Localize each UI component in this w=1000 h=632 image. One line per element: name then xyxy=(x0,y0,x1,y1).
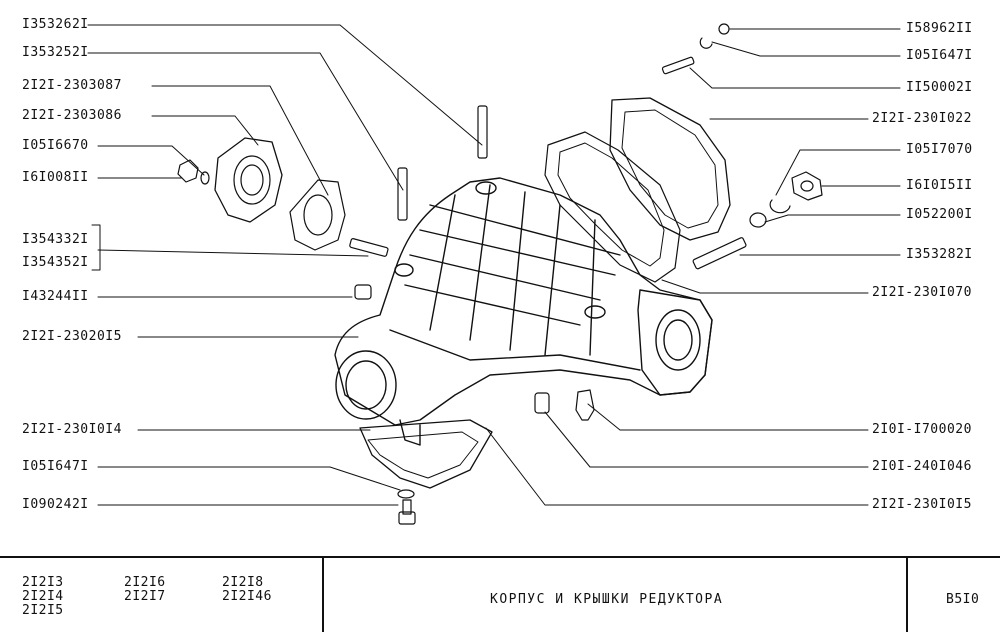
bottom-cover xyxy=(359,419,493,489)
model-1-3: 2I2I5 xyxy=(22,603,64,618)
label-l1: I353262I xyxy=(22,17,89,32)
flange-cover-left xyxy=(214,137,283,223)
label-r11: 2I0I-240I046 xyxy=(872,459,972,474)
leader-lines-right xyxy=(485,28,901,506)
leader-r7 xyxy=(764,214,901,223)
model-2-2: 2I2I7 xyxy=(124,589,166,604)
leader-l2 xyxy=(87,52,404,191)
leader-l3 xyxy=(151,85,329,196)
leader-l5 xyxy=(97,145,205,176)
label-l5: I05I6670 xyxy=(22,138,89,153)
model-2-1: 2I2I6 xyxy=(124,575,166,590)
washer-right xyxy=(749,212,767,228)
label-r12: 2I2I-230I0I5 xyxy=(872,497,972,512)
label-r9: 2I2I-230I070 xyxy=(872,285,972,300)
gasket-right xyxy=(544,131,681,283)
leader-r12 xyxy=(485,427,869,506)
model-1-1: 2I2I3 xyxy=(22,575,64,590)
leader-r3 xyxy=(689,67,901,89)
label-r7: I052200I xyxy=(906,207,973,222)
label-l9: I43244II xyxy=(22,289,89,304)
plug-bottom-2 xyxy=(575,389,595,421)
label-l13: I090242I xyxy=(22,497,89,512)
cover-right xyxy=(609,97,731,241)
leader-l7 xyxy=(97,249,369,257)
leader-r10 xyxy=(587,403,869,431)
exploded-parts-diagram: I353262I I353252I 2I2I-2303087 2I2I-2303… xyxy=(22,17,973,525)
washer-top-right xyxy=(699,37,713,49)
title-block-divider-2 xyxy=(906,558,908,632)
diagram-title: КОРПУС И КРЫШКИ РЕДУКТОРА xyxy=(490,592,724,607)
stud-2 xyxy=(397,167,408,221)
plug-left xyxy=(354,284,372,300)
bottom-gasket xyxy=(367,431,479,479)
label-l8: I354352I xyxy=(22,255,89,270)
label-r8: I353282I xyxy=(906,247,973,262)
washer-bottom xyxy=(397,489,415,499)
sheet-code: B5I0 xyxy=(946,592,980,607)
label-l10: 2I2I-23020I5 xyxy=(22,329,122,344)
leader-l12 xyxy=(97,466,401,491)
label-l3: 2I2I-2303087 xyxy=(22,78,122,93)
label-r10: 2I0I-I700020 xyxy=(872,422,972,437)
gasket-right-inner xyxy=(557,142,665,267)
nut-right xyxy=(791,171,823,201)
model-3-2: 2I2I46 xyxy=(222,589,272,604)
label-r3: II50002I xyxy=(906,80,973,95)
spring-washer-right xyxy=(769,199,791,214)
bolt-bottom-head xyxy=(398,511,416,525)
plug-bottom-1 xyxy=(534,392,550,414)
leader-r9 xyxy=(661,279,869,294)
stud-1 xyxy=(477,105,488,159)
washer-left xyxy=(200,171,210,185)
label-l4: 2I2I-2303086 xyxy=(22,108,122,123)
label-l2: I353252I xyxy=(22,45,89,60)
label-r4: 2I2I-230I022 xyxy=(872,111,972,126)
model-3-1: 2I2I8 xyxy=(222,575,264,590)
label-l11: 2I2I-230I0I4 xyxy=(22,422,122,437)
leader-l7-bracket xyxy=(91,224,101,271)
label-l6: I6I008II xyxy=(22,170,89,185)
gasket-left xyxy=(289,179,346,251)
model-1-2: 2I2I4 xyxy=(22,589,64,604)
title-block: 2I2I3 2I2I4 2I2I5 2I2I6 2I2I7 2I2I8 2I2I… xyxy=(0,556,1000,632)
stud-3 xyxy=(349,238,389,257)
leader-r2 xyxy=(711,41,901,57)
label-r2: I05I647I xyxy=(906,48,973,63)
leader-r11 xyxy=(544,411,869,468)
label-r5: I05I7070 xyxy=(906,142,973,157)
leader-l1 xyxy=(87,24,483,146)
nut-top-right xyxy=(718,23,730,35)
bolt-bottom-shank xyxy=(402,499,412,515)
label-r6: I6I0I5II xyxy=(906,178,973,193)
cover-right-inner xyxy=(621,109,719,229)
pin-top-right xyxy=(661,56,695,75)
label-r1: I58962II xyxy=(906,21,973,36)
title-block-divider-1 xyxy=(322,558,324,632)
label-l12: I05I647I xyxy=(22,459,89,474)
leader-l4 xyxy=(151,115,259,146)
stud-right xyxy=(692,237,747,270)
label-l7: I354332I xyxy=(22,232,89,247)
gearbox-housing xyxy=(334,177,713,446)
diagram-drawing xyxy=(87,23,901,525)
nut-left xyxy=(177,159,199,183)
leader-r5 xyxy=(775,149,901,196)
leader-lines-left xyxy=(87,24,483,506)
